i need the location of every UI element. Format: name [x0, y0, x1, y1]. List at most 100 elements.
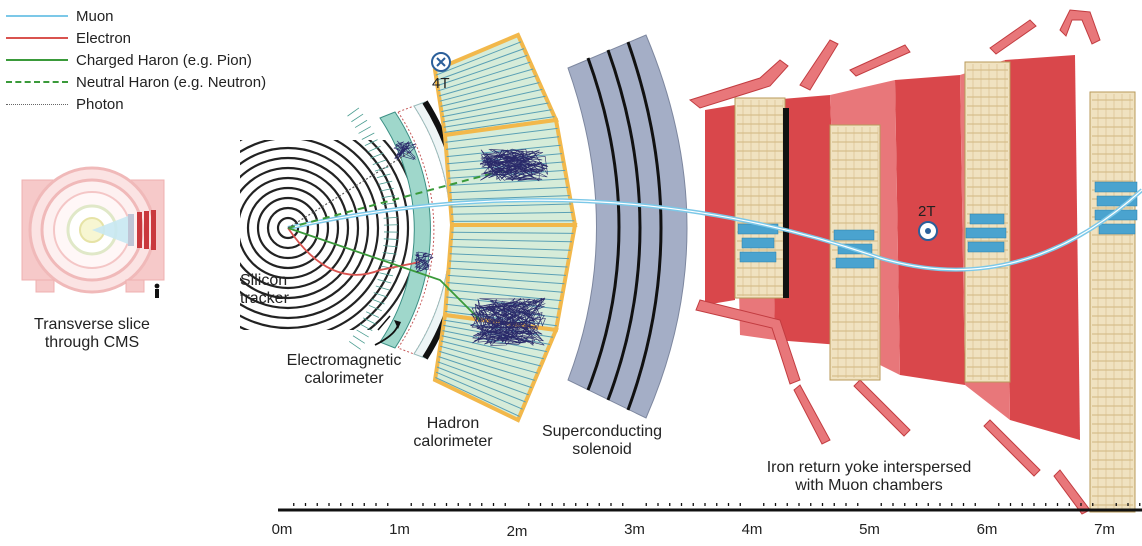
hcal-layer — [439, 350, 535, 381]
axis-tick-label: 6m — [976, 521, 998, 538]
field-label-4t: 4T — [432, 75, 450, 92]
field-label-2t: 2T — [918, 203, 936, 220]
hcal-layer — [450, 195, 570, 201]
hcal-layer — [449, 260, 568, 268]
muon-chamber — [1089, 91, 1136, 513]
silicon-tracker — [240, 140, 412, 330]
hcal-layer — [438, 61, 531, 92]
axis-tick-label: 1m — [389, 521, 410, 538]
silicon-tracker-label-line2: tracker — [240, 289, 289, 307]
ecal-label-line2: calorimeter — [304, 369, 384, 387]
silicon-tracker-label: Silicon tracker — [240, 272, 289, 308]
hcal-label: Hadron calorimeter — [410, 415, 496, 451]
hcal-layer — [438, 68, 534, 97]
shower-cluster — [393, 140, 417, 160]
legend-label: Photon — [76, 95, 124, 113]
hcal-layer — [451, 231, 574, 234]
superconducting-solenoid — [567, 34, 688, 419]
charged-hadron-track — [287, 227, 481, 321]
hcal-layer — [437, 361, 529, 396]
hcal-layer — [445, 127, 558, 143]
hcal-layer — [439, 75, 537, 102]
hcal-layer — [449, 253, 569, 260]
legend-item: Muon — [6, 6, 114, 26]
inset-caption-line1: Transverse slice — [34, 316, 150, 333]
ecal-label: Electromagnetic calorimeter — [280, 352, 408, 388]
hadron-calorimeter — [432, 32, 578, 423]
shower-cluster — [414, 251, 434, 273]
inset-caption: Transverse slice through CMS — [22, 316, 162, 352]
inset-transverse-slice — [21, 166, 165, 298]
legend-swatch — [6, 37, 68, 39]
hcal-label-line1: Hadron — [426, 415, 480, 432]
yoke-label-line1: Iron return yoke interspersed — [766, 459, 972, 476]
solenoid-label: Superconducting solenoid — [540, 423, 664, 459]
hcal-layer — [441, 88, 543, 113]
legend-label: Charged Haron (e.g. Pion) — [76, 51, 252, 69]
hcal-layer — [440, 82, 540, 107]
hcal-layer — [440, 345, 538, 374]
electron-track — [287, 227, 421, 276]
hcal-layer — [451, 220, 575, 222]
hcal-layer — [442, 95, 546, 118]
hcal-layer — [450, 246, 571, 251]
legend-swatch — [6, 15, 68, 17]
tracker-pointer — [377, 315, 391, 331]
hcal-layer — [441, 335, 544, 360]
yoke-label: Iron return yoke interspersed with Muon … — [752, 459, 986, 495]
hcal-layer — [440, 340, 541, 367]
hcal-layer — [443, 109, 552, 128]
hcal-layer — [448, 274, 565, 285]
hcal-layer — [448, 267, 566, 276]
legend-swatch — [6, 103, 68, 105]
hcal-layer — [442, 102, 549, 123]
axis-tick-label: 4m — [741, 521, 763, 538]
legend-item: Charged Haron (e.g. Pion) — [6, 50, 252, 70]
hcal-layer — [436, 366, 526, 403]
solenoid-label-line2: solenoid — [572, 440, 632, 458]
hcal-layer — [436, 371, 523, 410]
ecal-label-line1: Electromagnetic — [286, 352, 402, 369]
yoke-label-line2: with Muon chambers — [795, 476, 943, 494]
legend-label: Neutral Haron (e.g. Neutron) — [76, 73, 267, 91]
field-out-of-page-icon — [431, 52, 451, 72]
hcal-layer — [444, 319, 554, 338]
hcal-layer — [446, 136, 560, 150]
hcal-layer — [449, 186, 569, 194]
legend-item: Photon — [6, 94, 124, 114]
hcal-label-line2: calorimeter — [413, 432, 493, 450]
hcal-layer — [447, 282, 563, 293]
person-scale-icon — [154, 283, 160, 298]
silicon-tracker-label-line1: Silicon — [240, 272, 288, 289]
hcal-layer — [438, 356, 532, 389]
hcal-layer — [444, 116, 555, 133]
axis-tick-label: 5m — [859, 521, 880, 538]
hcal-layer — [437, 54, 528, 87]
legend-label: Electron — [76, 29, 132, 47]
hcal-layer — [450, 203, 572, 208]
axis-tick-label: 0m — [271, 521, 293, 538]
neutral-hadron-track — [287, 169, 506, 229]
hcal-layer — [436, 48, 525, 81]
hcal-layer — [435, 41, 522, 76]
particle-tracks — [287, 151, 1142, 321]
hcal-layer — [451, 211, 573, 215]
hcal-layer — [450, 238, 572, 243]
distance-axis — [278, 503, 1142, 512]
legend-swatch — [6, 81, 68, 83]
particle-showers — [393, 140, 549, 347]
axis-tick-label: 3m — [624, 521, 645, 538]
legend-label: Muon — [76, 7, 114, 25]
inset-caption-line2: through CMS — [44, 333, 140, 351]
muon-chamber-separator — [783, 108, 789, 298]
axis-tick-label: 2m — [506, 523, 528, 540]
hcal-layer — [446, 296, 560, 310]
legend-swatch — [6, 59, 68, 61]
solenoid-label-line1: Superconducting — [541, 423, 663, 440]
legend-item: Neutral Haron (e.g. Neutron) — [6, 72, 266, 92]
legend-item: Electron — [6, 28, 131, 48]
hcal-layer — [448, 178, 567, 186]
axis-tick-label: 7m — [1094, 521, 1115, 538]
shower-cluster — [479, 148, 549, 182]
